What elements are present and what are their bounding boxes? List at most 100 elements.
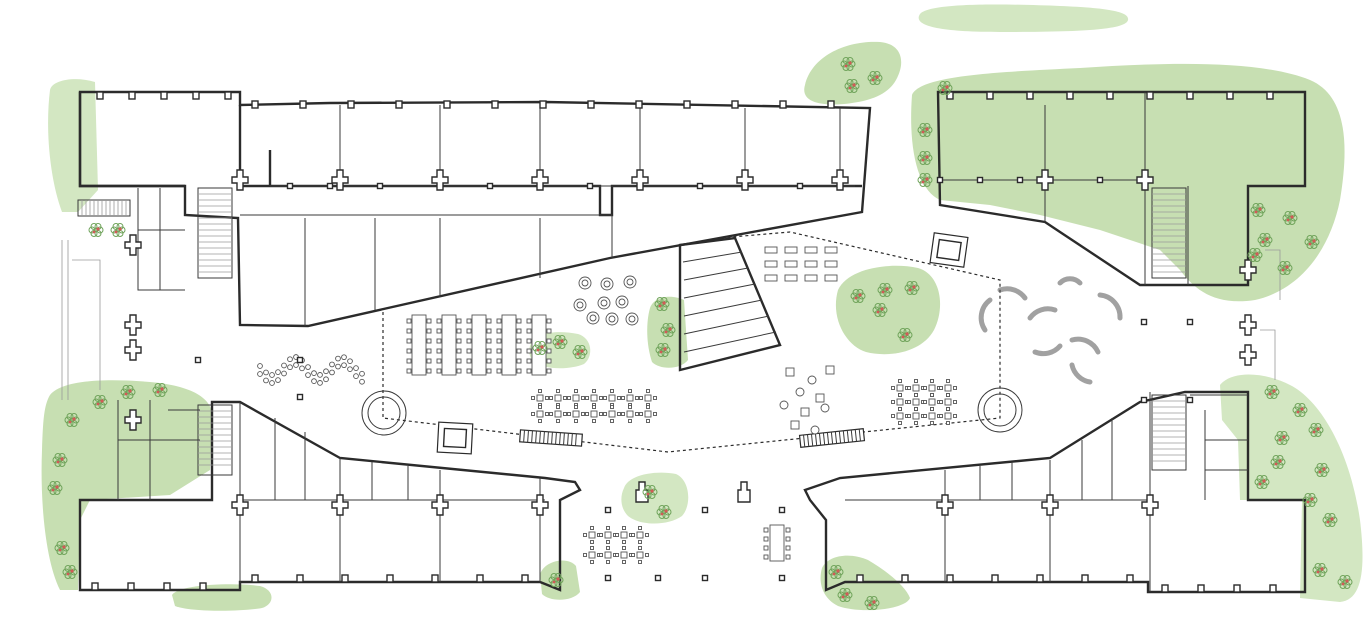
- column-icon: [395, 100, 403, 109]
- bench-left: [519, 429, 583, 447]
- table-icon: [620, 531, 628, 539]
- column-icon: [331, 494, 349, 516]
- seat-icon: [257, 363, 263, 369]
- table-icon: [626, 394, 634, 402]
- table-icon: [784, 260, 798, 268]
- seat-icon: [590, 546, 594, 550]
- seat-icon: [631, 533, 635, 537]
- bench-right: [798, 428, 866, 448]
- seat-icon: [891, 414, 895, 418]
- seat-icon: [638, 546, 642, 550]
- seat-icon: [599, 412, 603, 416]
- tree-icon: [642, 485, 658, 499]
- seat-icon: [795, 387, 805, 397]
- table-icon: [618, 298, 626, 306]
- seat-icon: [645, 553, 649, 557]
- seat-icon: [486, 318, 492, 324]
- seat-icon: [638, 540, 642, 544]
- seat-icon: [466, 358, 472, 364]
- kiosk-left-inner: [442, 427, 468, 449]
- tree-icon: [572, 345, 588, 359]
- tree-icon: [917, 151, 933, 165]
- seat-icon: [646, 405, 650, 409]
- arc-seating: [978, 276, 1123, 385]
- column-icon: [376, 182, 384, 190]
- seat-icon: [615, 533, 619, 537]
- seat-icon: [590, 526, 594, 530]
- seat-icon: [610, 419, 614, 423]
- column-icon: [199, 582, 207, 591]
- seat-icon: [800, 407, 810, 417]
- seat-icon: [567, 396, 571, 400]
- seat-icon: [810, 425, 820, 435]
- seat-icon: [930, 393, 934, 397]
- table-icon: [804, 260, 818, 268]
- table-icon: [769, 524, 785, 562]
- table-icon: [912, 398, 920, 406]
- seat-icon: [406, 348, 412, 354]
- seat-icon: [914, 379, 918, 383]
- column-icon: [1269, 584, 1277, 593]
- column-icon: [991, 574, 999, 583]
- seat-icon: [516, 348, 522, 354]
- seat-icon: [305, 372, 311, 378]
- table-icon: [944, 412, 952, 420]
- tree-icon: [1337, 575, 1353, 589]
- column-icon: [631, 169, 649, 191]
- seat-icon: [923, 386, 927, 390]
- column-icon: [737, 481, 751, 503]
- tree-icon: [1264, 385, 1280, 399]
- seat-icon: [341, 354, 347, 361]
- column-icon: [96, 91, 104, 100]
- seat-icon: [939, 400, 943, 404]
- wall-left-core-bottom: [117, 400, 200, 500]
- column-icon: [347, 100, 355, 109]
- wall-bottom-right-partitions: [845, 392, 1151, 592]
- seat-icon: [779, 400, 789, 410]
- column-icon: [701, 506, 709, 514]
- table-icon: [572, 410, 580, 418]
- tree-icon: [1247, 248, 1263, 262]
- grandstand-outline: [678, 236, 782, 372]
- tree-icon: [92, 395, 108, 409]
- seat-icon: [606, 546, 610, 550]
- column-icon: [1239, 259, 1257, 281]
- seat-icon: [546, 318, 552, 324]
- wall-wing-bottom-right: [803, 390, 1307, 594]
- wall-bottom-left-partitions: [239, 402, 545, 590]
- column-icon: [1036, 574, 1044, 583]
- seat-icon: [939, 386, 943, 390]
- tree-icon: [654, 297, 670, 311]
- seat-icon: [599, 553, 603, 557]
- column-icon: [1096, 176, 1104, 184]
- seat-icon: [606, 540, 610, 544]
- seat-icon: [496, 348, 502, 354]
- seat-icon: [583, 533, 587, 537]
- seat-icon: [466, 338, 472, 344]
- seat-icon: [599, 533, 603, 537]
- column-icon: [1140, 396, 1148, 404]
- lawn-bottom-mid: [621, 472, 689, 524]
- seat-icon: [538, 389, 542, 393]
- tree-icon: [917, 173, 933, 187]
- seat-icon: [406, 358, 412, 364]
- tree-icon: [917, 123, 933, 137]
- seat-icon: [763, 536, 769, 542]
- column-icon: [296, 393, 304, 401]
- seat-icon: [486, 368, 492, 374]
- tree-icon: [1314, 463, 1330, 477]
- tree-icon: [897, 328, 913, 342]
- tree-icon: [152, 383, 168, 397]
- table-icon: [581, 279, 589, 287]
- seat-icon: [436, 358, 442, 364]
- column-icon: [796, 182, 804, 190]
- table-icon: [604, 551, 612, 559]
- seat-icon: [563, 396, 567, 400]
- seat-icon: [516, 358, 522, 364]
- seat-icon: [305, 364, 311, 370]
- seat-icon: [549, 396, 553, 400]
- column-icon: [604, 574, 612, 582]
- seat-icon: [653, 412, 657, 416]
- column-icon: [587, 100, 595, 109]
- entrance-left-glazing: [61, 240, 101, 400]
